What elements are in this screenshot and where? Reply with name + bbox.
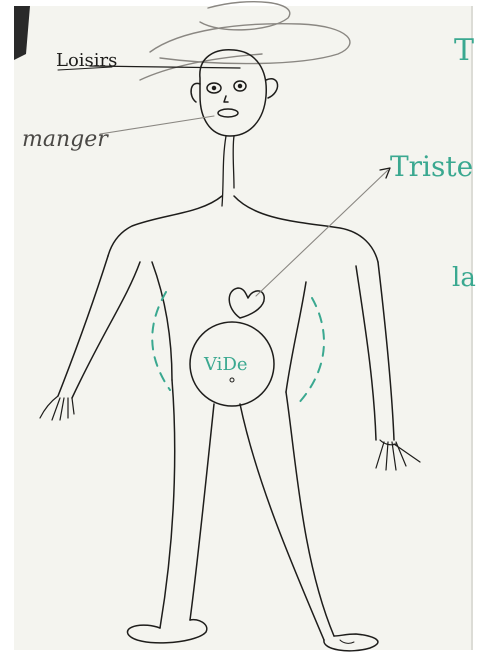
belly-label: ViDe — [203, 354, 248, 375]
edge-text-top: T — [454, 33, 474, 68]
leisure-label: Loisirs — [56, 50, 117, 71]
sad-label: Triste — [390, 150, 473, 183]
edge-text-mid: la — [452, 263, 476, 293]
eat-label: manger — [22, 127, 109, 152]
